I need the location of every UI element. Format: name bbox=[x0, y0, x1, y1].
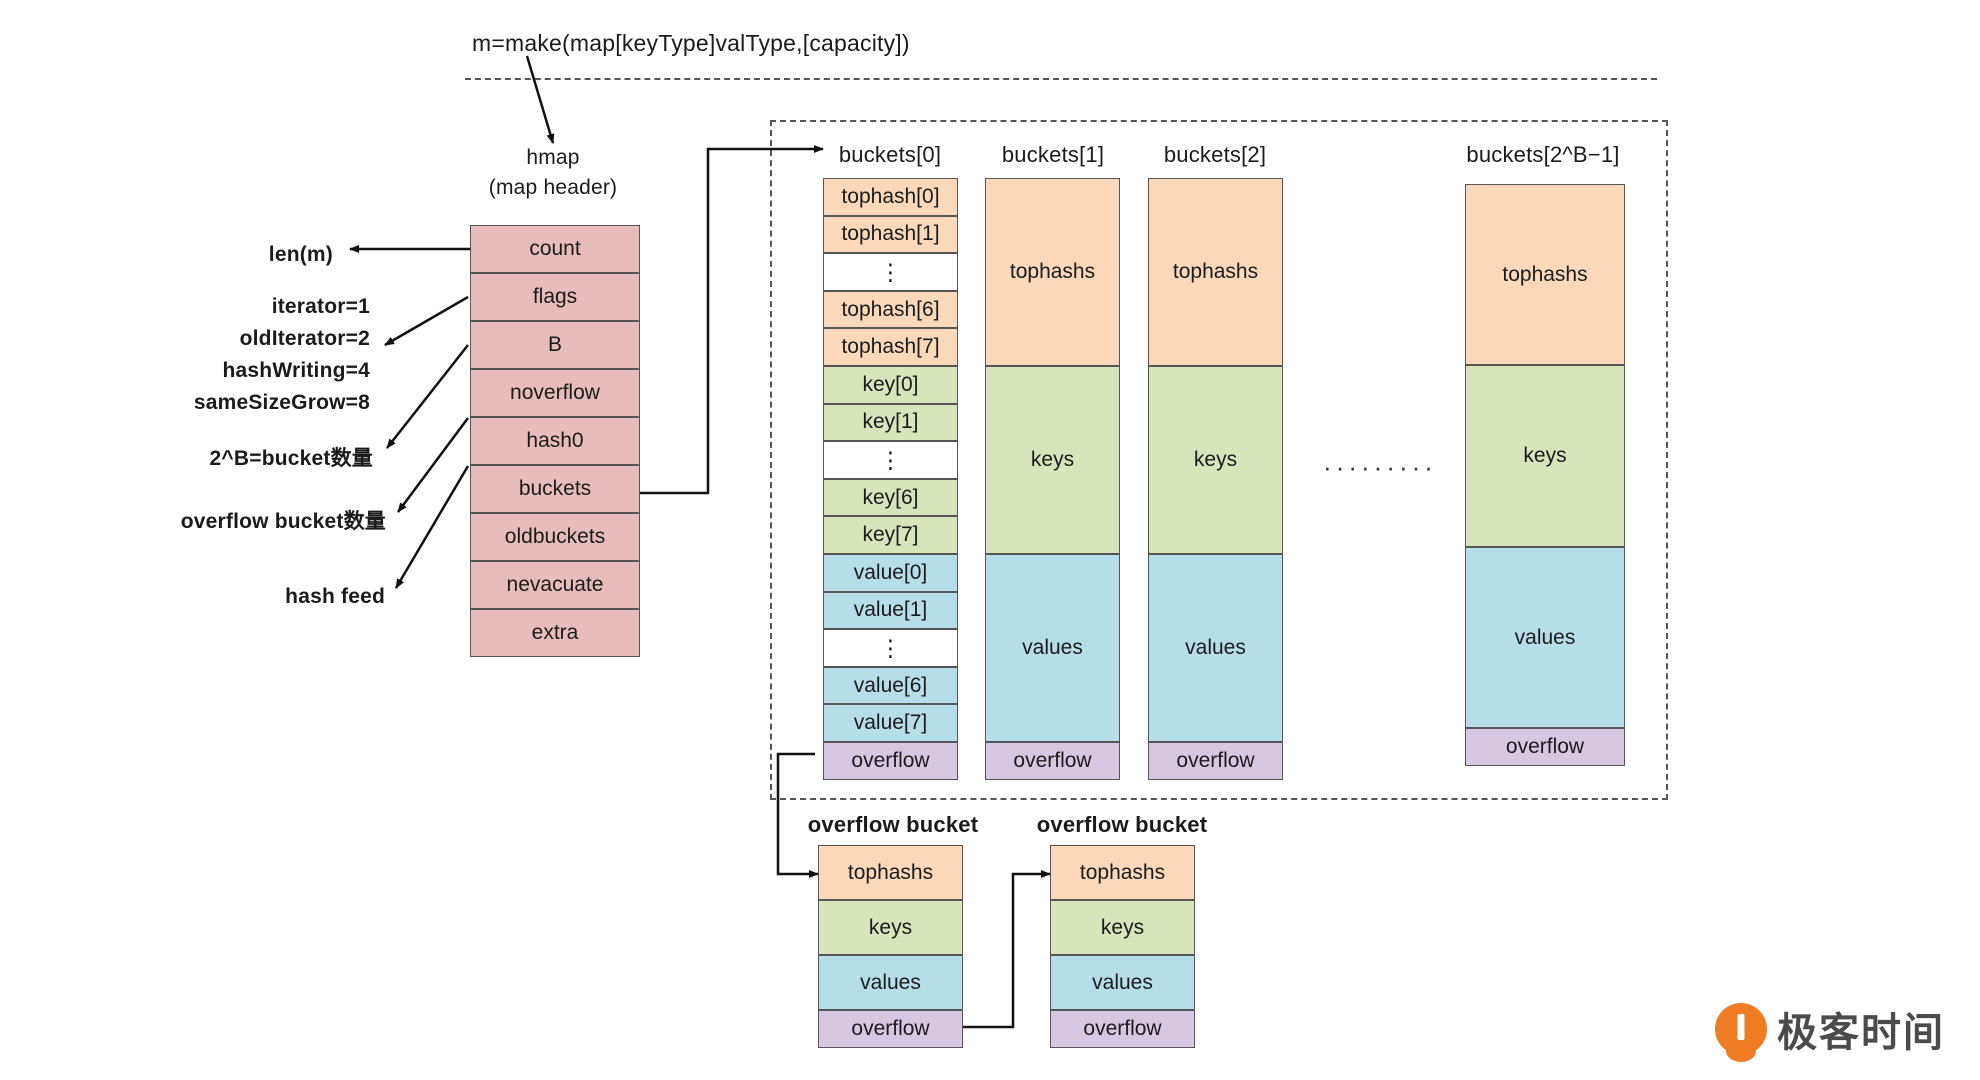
hmap-field-buckets: buckets bbox=[470, 465, 640, 513]
overflow-bucket-1-keys-row: keys bbox=[818, 900, 963, 955]
tophash-cell-1: tophash[1] bbox=[823, 215, 958, 254]
bucket0-overflow-cell: overflow bbox=[823, 742, 958, 780]
arrow-flags-to-annotation bbox=[384, 295, 469, 347]
key-ellipsis-cell: ⋮ bbox=[823, 441, 958, 479]
bucket-1-keys-band: keys bbox=[985, 366, 1120, 554]
annotation-flags-line-2: hashWriting=4 bbox=[222, 359, 370, 382]
hmap-field-extra: extra bbox=[470, 609, 640, 657]
value-ellipsis-cell: ⋮ bbox=[823, 629, 958, 667]
annotation-flags-line-3: sameSizeGrow=8 bbox=[193, 391, 370, 414]
annotation-count: len(m) bbox=[268, 243, 333, 266]
arrow-noverflow-to-annotation bbox=[396, 417, 470, 513]
overflow-bucket-1-values-row: values bbox=[818, 955, 963, 1010]
overflow-bucket-1-overflow-row: overflow bbox=[818, 1010, 963, 1048]
annotation-b: 2^B=bucket数量 bbox=[209, 447, 373, 470]
overflow-bucket-1-tophashs-row: tophashs bbox=[818, 845, 963, 900]
key-cell-0: key[0] bbox=[823, 366, 958, 404]
annotation-noverflow: overflow bucket数量 bbox=[180, 510, 386, 533]
key-cell-1: key[1] bbox=[823, 403, 958, 442]
overflow-bucket-caption-1: overflow bucket bbox=[807, 812, 979, 837]
overflow-bucket-caption-2: overflow bucket bbox=[1036, 812, 1208, 837]
bucket-header-last: buckets[2^B−1] bbox=[1466, 142, 1620, 167]
hmap-caption-subtitle: (map header) bbox=[488, 176, 618, 199]
top-dashed-divider bbox=[465, 78, 1657, 80]
value-cell-4: value[7] bbox=[823, 704, 958, 742]
bucket-2-keys-band: keys bbox=[1148, 366, 1283, 554]
value-cell-3: value[6] bbox=[823, 666, 958, 705]
tophash-cell-4: tophash[7] bbox=[823, 328, 958, 366]
hmap-field-hash0: hash0 bbox=[470, 417, 640, 465]
bucket-header-1: buckets[1] bbox=[1001, 142, 1105, 167]
bucket-last-overflow-band: overflow bbox=[1465, 728, 1625, 766]
hmap-field-oldbuckets: oldbuckets bbox=[470, 513, 640, 561]
hmap-field-count: count bbox=[470, 225, 640, 273]
overflow-bucket-2-tophashs-row: tophashs bbox=[1050, 845, 1195, 900]
annotation-flags-line-0: iterator=1 bbox=[271, 295, 370, 318]
value-cell-1: value[1] bbox=[823, 591, 958, 630]
annotation-hash0: hash feed bbox=[285, 585, 385, 608]
bucket-last-tophashs-band: tophashs bbox=[1465, 184, 1625, 366]
tophash-cell-0: tophash[0] bbox=[823, 178, 958, 216]
bucket-header-2: buckets[2] bbox=[1163, 142, 1267, 167]
annotation-flags-line-1: oldIterator=2 bbox=[239, 327, 370, 350]
bucket-1-tophashs-band: tophashs bbox=[985, 178, 1120, 366]
buckets-ellipsis: ········· bbox=[1323, 452, 1437, 482]
bucket-last-keys-band: keys bbox=[1465, 365, 1625, 547]
geektime-mark-icon bbox=[1715, 1003, 1767, 1055]
make-expression-label: m=make(map[keyType]valType,[capacity]) bbox=[472, 30, 910, 56]
bucket-1-values-band: values bbox=[985, 554, 1120, 742]
overflow-bucket-2-overflow-row: overflow bbox=[1050, 1010, 1195, 1048]
bucket-header-0: buckets[0] bbox=[838, 142, 942, 167]
hmap-field-nevacuate: nevacuate bbox=[470, 561, 640, 609]
hmap-caption-title: hmap bbox=[526, 146, 580, 169]
bucket-2-tophashs-band: tophashs bbox=[1148, 178, 1283, 366]
key-cell-3: key[6] bbox=[823, 478, 958, 517]
tophash-ellipsis-cell: ⋮ bbox=[823, 253, 958, 291]
geektime-logo: 极客时间 bbox=[1715, 1000, 1945, 1058]
bucket-2-values-band: values bbox=[1148, 554, 1283, 742]
bucket-2-overflow-band: overflow bbox=[1148, 742, 1283, 780]
tophash-cell-3: tophash[6] bbox=[823, 290, 958, 329]
arrow-b-to-annotation bbox=[386, 344, 469, 449]
key-cell-4: key[7] bbox=[823, 516, 958, 554]
bucket-last-values-band: values bbox=[1465, 546, 1625, 729]
hmap-field-flags: flags bbox=[470, 273, 640, 321]
bucket-1-overflow-band: overflow bbox=[985, 742, 1120, 780]
geektime-wordmark: 极客时间 bbox=[1777, 1011, 1945, 1055]
arrow-ovf1-to-ovf2 bbox=[963, 870, 1051, 1029]
hmap-field-B: B bbox=[470, 321, 640, 369]
hmap-field-noverflow: noverflow bbox=[470, 369, 640, 417]
arrow-make-to-hmap bbox=[525, 55, 555, 144]
overflow-bucket-2-keys-row: keys bbox=[1050, 900, 1195, 955]
value-cell-0: value[0] bbox=[823, 554, 958, 592]
overflow-bucket-2-values-row: values bbox=[1050, 955, 1195, 1010]
arrow-hash0-to-annotation bbox=[394, 465, 470, 589]
